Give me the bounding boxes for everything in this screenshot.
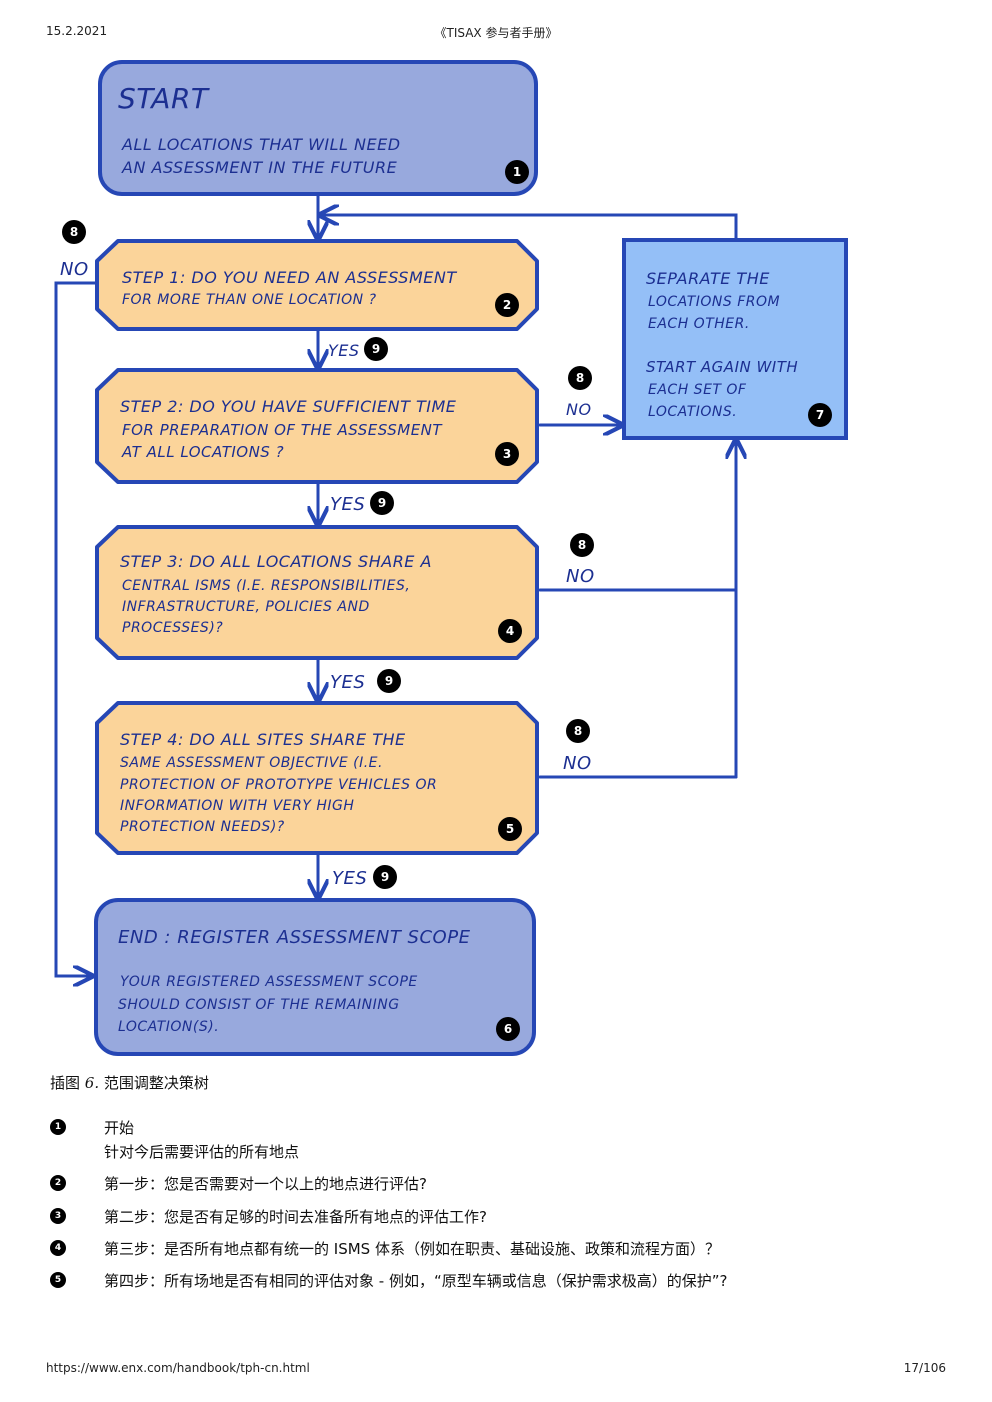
separate-line-4: START AGAIN WITH — [646, 358, 798, 376]
yes-label-step4: YES 9 — [332, 865, 397, 889]
yes-label-step1: YES 9 — [328, 337, 388, 361]
step1-box: STEP 1: DO YOU NEED AN ASSESSMENT FOR MO… — [95, 239, 539, 331]
legend-text-3: 第二步：您是否有足够的时间去准备所有地点的评估工作? — [104, 1208, 487, 1226]
step1-line-1: STEP 1: DO YOU NEED AN ASSESSMENT — [122, 268, 457, 287]
flow-connectors — [54, 194, 738, 976]
step1-number-badge: 2 — [503, 298, 511, 312]
legend-text-4: 第三步：是否所有地点都有统一的 ISMS 体系（例如在职责、基础设施、政策和流程… — [104, 1240, 720, 1258]
separate-line-2: LOCATIONS FROM — [648, 294, 780, 310]
yes-label-step3: YES 9 — [330, 669, 401, 693]
start-line-2: AN ASSESSMENT IN THE FUTURE — [121, 158, 398, 177]
step4-line-2: SAME ASSESSMENT OBJECTIVE (I.E. — [120, 755, 383, 771]
step3-box: STEP 3: DO ALL LOCATIONS SHARE A CENTRAL… — [95, 525, 539, 660]
end-line-1: YOUR REGISTERED ASSESSMENT SCOPE — [120, 974, 418, 990]
step3-number-badge: 4 — [506, 624, 514, 638]
yes-badge-step4: 9 — [381, 870, 389, 884]
end-line-2: SHOULD CONSIST OF THE REMAINING — [118, 997, 400, 1013]
figure-caption-number: 6. — [84, 1074, 100, 1092]
footer-url: https://www.enx.com/handbook/tph-cn.html — [46, 1361, 310, 1375]
no-badge-step1: 8 — [70, 225, 78, 239]
step2-box: STEP 2: DO YOU HAVE SUFFICIENT TIME FOR … — [95, 368, 539, 484]
separate-line-3: EACH OTHER. — [648, 316, 750, 332]
legend-item-2: 2 第一步：您是否需要对一个以上的地点进行评估? — [50, 1172, 930, 1196]
step2-line-2: FOR PREPARATION OF THE ASSESSMENT — [122, 421, 443, 439]
no-text-step3: NO — [566, 566, 595, 587]
step4-line-5: PROTECTION NEEDS)? — [120, 819, 285, 835]
no-badge-step3: 8 — [578, 538, 586, 552]
legend-item-3: 3 第二步：您是否有足够的时间去准备所有地点的评估工作? — [50, 1205, 930, 1229]
start-number-badge: 1 — [513, 165, 521, 179]
end-number-badge: 6 — [504, 1022, 512, 1036]
no-label-step4: 8 NO — [563, 719, 592, 774]
no-text-step4: NO — [563, 753, 592, 774]
end-line-3: LOCATION(S). — [118, 1019, 219, 1035]
legend-item-5: 5 第四步：所有场地是否有相同的评估对象 - 例如，“原型车辆或信息（保护需求极… — [50, 1269, 930, 1293]
separate-line-6: LOCATIONS. — [648, 404, 737, 420]
no-label-step3: 8 NO — [566, 533, 595, 587]
step3-line-2: CENTRAL ISMS (I.E. RESPONSIBILITIES, — [122, 578, 410, 594]
step1-line-2: FOR MORE THAN ONE LOCATION ? — [122, 292, 377, 308]
step4-line-3: PROTECTION OF PROTOTYPE VEHICLES OR — [120, 777, 437, 793]
start-title: START — [118, 82, 210, 115]
header-title: 《TISAX 参与者手册》 — [434, 26, 558, 40]
no-text-step1: NO — [60, 259, 89, 280]
yes-text-step2: YES — [330, 494, 365, 515]
step2-line-1: STEP 2: DO YOU HAVE SUFFICIENT TIME — [120, 397, 457, 416]
yes-badge-step1: 9 — [372, 342, 380, 356]
end-title: END : REGISTER ASSESSMENT SCOPE — [118, 927, 471, 948]
no-badge-step4: 8 — [574, 724, 582, 738]
step4-box: STEP 4: DO ALL SITES SHARE THE SAME ASSE… — [95, 701, 539, 855]
step3-line-4: PROCESSES)? — [122, 620, 223, 636]
legend-badge-3: 3 — [50, 1208, 66, 1224]
arrow-separate-loop — [320, 215, 738, 240]
yes-badge-step2: 9 — [378, 496, 386, 510]
legend-badge-5: 5 — [50, 1272, 66, 1288]
footer-page-number: 17/106 — [903, 1361, 946, 1375]
legend-text-2: 第一步：您是否需要对一个以上的地点进行评估? — [104, 1175, 427, 1193]
figure-caption-label: 插图 — [50, 1074, 85, 1092]
scope-decision-flowchart: START ALL LOCATIONS THAT WILL NEED AN AS… — [54, 60, 848, 1056]
yes-label-step2: YES 9 — [330, 491, 394, 515]
separate-locations-box: SEPARATE THE LOCATIONS FROM EACH OTHER. … — [622, 238, 848, 440]
legend-badge-4: 4 — [50, 1240, 66, 1256]
legend-text-1-line-2: 针对今后需要评估的所有地点 — [104, 1143, 300, 1161]
header-date: 15.2.2021 — [46, 24, 108, 38]
step3-line-1: STEP 3: DO ALL LOCATIONS SHARE A — [120, 552, 432, 571]
yes-text-step1: YES — [328, 341, 360, 360]
separate-line-1: SEPARATE THE — [646, 269, 770, 288]
no-label-step1: 8 NO — [60, 220, 89, 280]
legend-badge-1: 1 — [50, 1119, 66, 1135]
legend-item-4: 4 第三步：是否所有地点都有统一的 ISMS 体系（例如在职责、基础设施、政策和… — [50, 1237, 930, 1261]
step4-line-4: INFORMATION WITH VERY HIGH — [120, 798, 354, 814]
start-line-1: ALL LOCATIONS THAT WILL NEED — [121, 135, 401, 154]
no-text-step2: NO — [566, 400, 592, 419]
end-box: END : REGISTER ASSESSMENT SCOPE YOUR REG… — [94, 898, 536, 1056]
step4-line-1: STEP 4: DO ALL SITES SHARE THE — [120, 730, 406, 749]
figure-caption-text: 范围调整决策树 — [99, 1074, 209, 1092]
figure-caption: 插图 6. 范围调整决策树 — [50, 1072, 209, 1093]
separate-line-5: EACH SET OF — [648, 382, 747, 398]
step2-line-3: AT ALL LOCATIONS ? — [121, 443, 284, 461]
legend-item-1: 1 开始 针对今后需要评估的所有地点 — [50, 1116, 930, 1166]
step3-line-3: INFRASTRUCTURE, POLICIES AND — [122, 599, 370, 615]
yes-text-step3: YES — [330, 672, 365, 693]
no-label-step2: 8 NO — [566, 366, 592, 419]
start-box: START ALL LOCATIONS THAT WILL NEED AN AS… — [98, 60, 538, 196]
step4-number-badge: 5 — [506, 822, 514, 836]
yes-badge-step3: 9 — [385, 674, 393, 688]
legend-badge-2: 2 — [50, 1175, 66, 1191]
no-badge-step2: 8 — [576, 371, 584, 385]
step2-number-badge: 3 — [503, 447, 511, 461]
arrow-step1-no-to-end — [54, 281, 99, 976]
separate-number-badge: 7 — [816, 408, 824, 422]
legend-text-5: 第四步：所有场地是否有相同的评估对象 - 例如，“原型车辆或信息（保护需求极高）… — [104, 1272, 728, 1290]
yes-text-step4: YES — [332, 868, 367, 889]
legend-text-1-line-1: 开始 — [104, 1119, 135, 1137]
